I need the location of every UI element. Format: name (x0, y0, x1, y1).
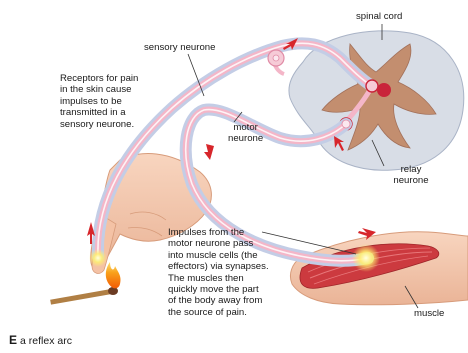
motor-neurone-line: motor (228, 122, 263, 133)
impulses-line: the source of pain. (168, 307, 269, 318)
central-canal (377, 83, 391, 97)
receptors-line: Receptors for pain (60, 73, 138, 84)
sensory-cell-nucleus (273, 55, 279, 61)
impulses-line: motor neurone pass (168, 238, 269, 249)
muscle-label: muscle (414, 308, 444, 319)
receptors-label: Receptors for pain in the skin cause imp… (60, 73, 138, 130)
caption-letter: E (9, 333, 17, 347)
motor-neurone-line: neurone (228, 133, 263, 144)
impulses-label: Impulses from the motor neurone pass int… (168, 227, 269, 318)
match-head (108, 287, 118, 295)
synapse-glow (352, 244, 380, 272)
relay-neurone-line: relay (388, 164, 434, 175)
relay-neurone-line: neurone (388, 175, 434, 186)
match (50, 262, 120, 305)
relay-synapse (366, 80, 378, 92)
impulses-line: of the body away from (168, 295, 269, 306)
impulses-line: quickly move the part (168, 284, 269, 295)
relay-neurone-label: relay neurone (388, 164, 434, 187)
motor-neurone-label: motor neurone (228, 122, 263, 145)
receptors-line: impulses to be (60, 96, 138, 107)
match-stick (50, 288, 116, 304)
caption-text: a reflex arc (20, 335, 72, 347)
impulses-line: effectors) via synapses. (168, 261, 269, 272)
skin-receptor-glow (89, 249, 107, 267)
impulses-line: Impulses from the (168, 227, 269, 238)
impulses-line: into muscle cells (the (168, 250, 269, 261)
impulses-line: The muscles then (168, 273, 269, 284)
sensory-neurone-label: sensory neurone (144, 42, 215, 53)
spinal-cord-label: spinal cord (356, 11, 402, 22)
receptors-line: sensory neurone. (60, 119, 138, 130)
flame-icon (106, 262, 121, 288)
motor-cell-body (342, 120, 350, 128)
receptors-line: transmitted in a (60, 107, 138, 118)
arrow-icon (204, 144, 214, 160)
receptors-line: in the skin cause (60, 84, 138, 95)
